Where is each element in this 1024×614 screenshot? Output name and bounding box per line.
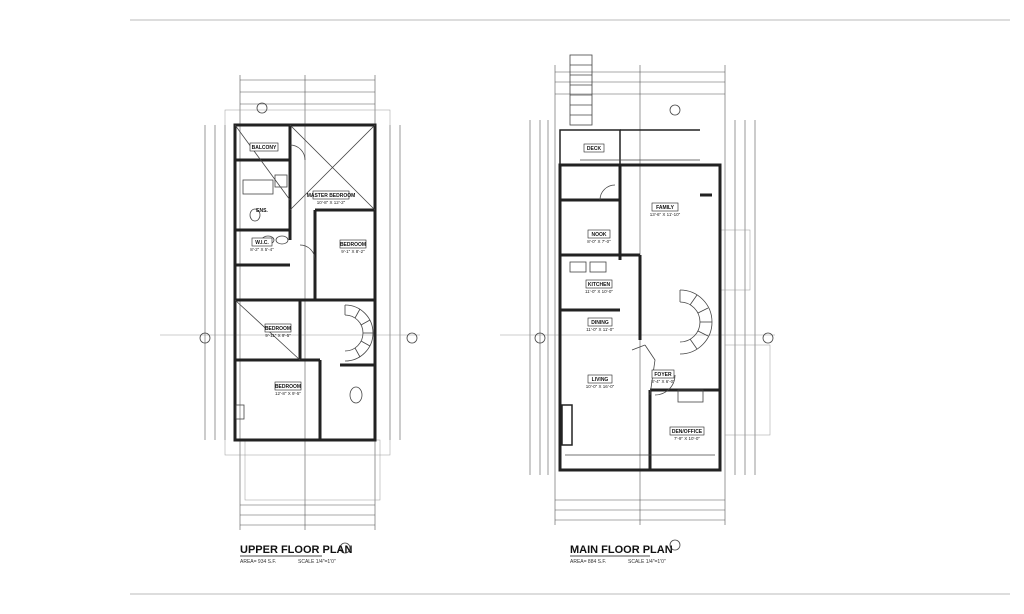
upper-north-marker — [339, 542, 351, 554]
main-section-marker-left — [534, 332, 546, 344]
main-north-marker — [669, 539, 681, 551]
main-plan-scale: SCALE 1/4"=1'0" — [628, 559, 666, 565]
room-size: 8'-2" X 5'-4" — [250, 247, 274, 252]
label-box — [264, 323, 292, 333]
room-size: 9'-11" X 9'-5" — [265, 333, 291, 338]
room-label-nook: NOOK — [592, 232, 607, 238]
room-label-bedroom-3: BEDROOM — [265, 326, 291, 332]
upper-floor-plan: BALCONY MASTER BEDROOM 10'-8" X 12'-2" E… — [160, 75, 420, 565]
upper-plan-title: UPPER FLOOR PLAN — [240, 544, 353, 556]
room-size: 8'-4" X 6'-0" — [651, 379, 675, 384]
main-walls — [558, 129, 722, 472]
room-size: 10'-8" X 12'-2" — [317, 200, 346, 205]
room-label-den-office: DEN/OFFICE — [672, 429, 703, 435]
label-box — [251, 237, 273, 247]
room-size: 11'-0" X 11'-0" — [586, 327, 614, 332]
label-box — [651, 202, 679, 212]
room-label-deck: DECK — [587, 146, 602, 152]
room-label-foyer: FOYER — [654, 372, 672, 378]
main-fixtures — [565, 159, 715, 456]
room-label-bedroom-2: BEDROOM — [340, 242, 366, 248]
upper-walls — [233, 123, 377, 442]
label-box — [587, 317, 613, 327]
upper-section-marker-right — [406, 332, 418, 344]
label-box — [587, 229, 611, 239]
room-label-bedroom-4: BEDROOM — [275, 384, 301, 390]
room-size: 8'-0" X 7'-0" — [587, 239, 611, 244]
room-label-kitchen: KITCHEN — [588, 282, 611, 288]
room-label-wic: W.I.C. — [255, 240, 269, 246]
room-size: 11'-0" X 10'-0" — [585, 289, 613, 294]
room-label-family: FAMILY — [656, 205, 675, 211]
room-size: 12'-8" X 9'-5" — [275, 391, 301, 396]
room-label-balcony: BALCONY — [252, 145, 277, 151]
main-site-lines — [500, 229, 775, 436]
label-box — [339, 239, 367, 249]
room-size: 7'-9" X 10'-0" — [674, 436, 700, 441]
room-size: 10'-0" X 16'-0" — [586, 384, 615, 389]
label-box — [587, 374, 613, 384]
label-box — [249, 142, 279, 152]
upper-plan-scale: SCALE 1/4"=1'0" — [298, 559, 336, 565]
label-box — [585, 279, 613, 289]
room-label-master-bedroom: MASTER BEDROOM — [307, 193, 356, 199]
main-plan-area: AREA= 884 S.F. — [570, 559, 606, 565]
upper-section-marker-left — [199, 332, 211, 344]
label-box — [312, 190, 350, 200]
label-box — [274, 381, 302, 391]
upper-section-marker-top — [256, 102, 268, 114]
label-box — [583, 143, 605, 153]
room-size: 9'-1" X 8'-2" — [341, 249, 365, 254]
main-plan-title: MAIN FLOOR PLAN — [570, 544, 673, 556]
upper-plan-area: AREA= 934 S.F. — [240, 559, 276, 565]
room-label-dining: DINING — [591, 320, 609, 326]
main-floor-plan: DECK FAMILY 13'-6" X 11'-10" NOOK 8'-0" … — [500, 54, 775, 565]
main-section-marker-top — [669, 104, 681, 116]
room-label-ensuite: ENS. — [256, 208, 268, 214]
main-section-marker-right — [762, 332, 774, 344]
deck-stairs — [569, 54, 593, 126]
room-label-living: LIVING — [592, 377, 609, 383]
label-box — [651, 369, 675, 379]
label-box — [669, 426, 705, 436]
room-size: 13'-6" X 11'-10" — [650, 212, 681, 217]
